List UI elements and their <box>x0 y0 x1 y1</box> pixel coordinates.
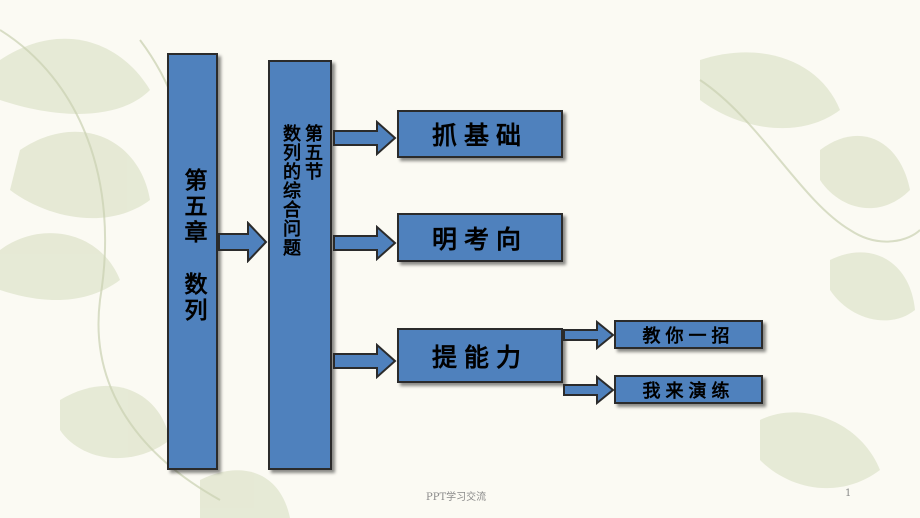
footer-text: PPT学习交流 <box>426 492 487 503</box>
arrow-to-exam <box>333 225 397 261</box>
node-tips: 教你一招 <box>614 320 763 349</box>
section-box: 第五节 数列的综合问题 <box>268 60 332 470</box>
chapter-title: 第五章 数列 <box>180 168 207 324</box>
arrow-to-practice <box>563 375 615 405</box>
node-ability: 提能力 <box>397 328 563 383</box>
chapter-box: 第五章 数列 <box>167 53 218 470</box>
node-practice: 我来演练 <box>614 375 763 404</box>
arrow-to-ability <box>333 343 397 379</box>
node-basics: 抓基础 <box>397 110 563 158</box>
arrow-to-basics <box>333 120 397 156</box>
page-number: 1 <box>845 488 852 499</box>
section-title: 数列的综合问题 <box>280 124 301 257</box>
section-number: 第五节 <box>302 124 323 181</box>
arrow-to-tips <box>563 320 615 350</box>
arrow-chapter-to-section <box>218 221 268 263</box>
node-exam: 明考向 <box>397 213 563 262</box>
